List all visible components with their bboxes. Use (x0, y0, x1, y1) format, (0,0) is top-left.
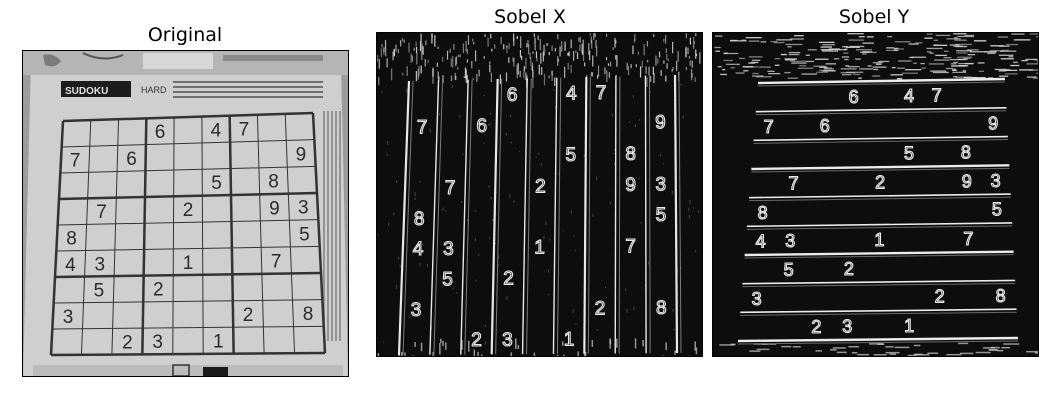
sudoku-digit: 6 (155, 122, 166, 143)
sudoku-digit: 5 (94, 280, 105, 301)
sobel-x-digit: 2 (595, 298, 606, 319)
sobel-y-digit: 6 (820, 116, 830, 136)
sobel-y-digit: 3 (785, 231, 795, 251)
sudoku-header-bar (61, 81, 131, 97)
sobel-x-digit: 5 (656, 205, 667, 226)
sudoku-digit: 8 (66, 229, 77, 250)
sudoku-digit: 7 (70, 151, 81, 172)
panel-title-sobel-x: Sobel X (494, 6, 566, 28)
sobel-x-digit: 6 (476, 116, 487, 137)
sudoku-digit: 1 (213, 332, 224, 353)
sobel-x-digit: 8 (625, 144, 636, 165)
sudoku-digit: 3 (298, 198, 309, 219)
sobel-y-digit: 6 (849, 87, 859, 107)
sudoku-digit: 9 (269, 198, 280, 219)
sobel-x-digit: 9 (655, 113, 666, 134)
sobel-x-digit: 2 (535, 176, 546, 197)
sobel-x-digit: 4 (566, 84, 577, 105)
sobel-x-digit: 5 (566, 145, 577, 166)
sobel-y-digit: 8 (996, 286, 1006, 306)
sudoku-digit: 2 (153, 280, 164, 301)
sobel-y-digit: 3 (991, 171, 1001, 191)
sobel-y-digit: 7 (963, 229, 973, 249)
sobel-y-digit: 4 (904, 86, 914, 106)
sobel-y-digit: 8 (961, 143, 971, 163)
sobel-y-digit: 7 (764, 117, 774, 137)
sobel-y-digit: 8 (758, 203, 768, 223)
sobel-x-digit: 2 (471, 330, 482, 351)
sudoku-digit: 2 (122, 332, 133, 353)
sobel-y-digit: 9 (988, 113, 998, 133)
sobel-y-digit: 1 (874, 230, 884, 250)
sobel-x-digit: 3 (655, 174, 666, 195)
sudoku-digit: 8 (303, 304, 314, 325)
sudoku-digit: 5 (299, 224, 310, 245)
sobel-x-digit: 7 (417, 117, 428, 138)
sobel-x-digit: 3 (443, 239, 454, 260)
sobel-x-digit: 4 (413, 239, 424, 260)
sobel-y-digit: 5 (992, 200, 1002, 220)
panel-title-sobel-y: Sobel Y (838, 6, 910, 28)
sobel-x-digit: 7 (445, 178, 456, 199)
sobel-y-digit: 9 (962, 171, 972, 191)
sobel-y-digit: 4 (756, 231, 766, 251)
sobel-y-digit: 5 (904, 143, 914, 163)
sudoku-digit: 2 (183, 200, 194, 221)
sobel-y-digit: 2 (811, 317, 821, 337)
sudoku-digit: 2 (243, 305, 254, 326)
difficulty-label: HARD (141, 85, 167, 95)
sobel-y-digit: 7 (932, 85, 942, 105)
sobel-y-digit: 3 (752, 289, 762, 309)
sobel-y-digit: 7 (789, 174, 799, 194)
sobel-x-digit: 2 (503, 269, 514, 290)
sobel-y-digit: 2 (875, 173, 885, 193)
sudoku-digit: 4 (211, 120, 222, 141)
sobel-y-digit: 3 (842, 316, 852, 336)
sobel-x-digit: 7 (596, 83, 607, 104)
sobel-x-digit: 3 (411, 300, 422, 321)
sudoku-digit: 8 (268, 172, 279, 193)
sobel-x-digit: 7 (625, 236, 636, 257)
sobel-y-digit: 2 (935, 287, 945, 307)
sobel-y-digit: 5 (784, 260, 794, 280)
sudoku-digit: 6 (126, 149, 137, 170)
sobel-y-digit: 1 (904, 316, 914, 336)
sobel-x-digit: 6 (507, 85, 518, 106)
sobel-x-digit: 9 (625, 175, 636, 196)
sudoku-digit: 7 (96, 202, 107, 223)
sudoku-digit: 9 (296, 144, 307, 165)
sudoku-header-label: SUDOKU (65, 86, 108, 97)
sobel-x-digit: 8 (414, 209, 425, 230)
sudoku-digit: 1 (183, 253, 194, 274)
sudoku-digit: 4 (65, 255, 76, 276)
sudoku-digit: 7 (271, 251, 282, 272)
sobel-x-digit: 3 (502, 330, 513, 351)
sobel-y-digit: 2 (844, 259, 854, 279)
sudoku-digit: 7 (239, 119, 250, 140)
sudoku-digit: 3 (63, 307, 74, 328)
sudoku-digit: 3 (94, 254, 105, 275)
sobel-x-digit: 5 (442, 269, 453, 290)
sudoku-digit: 3 (152, 332, 163, 353)
sobel-x-digit: 1 (564, 329, 575, 350)
sobel-x-digit: 1 (534, 238, 545, 259)
sudoku-digit: 5 (211, 173, 222, 194)
sobel-x-digit: 8 (656, 298, 667, 319)
panel-title-original: Original (147, 24, 223, 46)
